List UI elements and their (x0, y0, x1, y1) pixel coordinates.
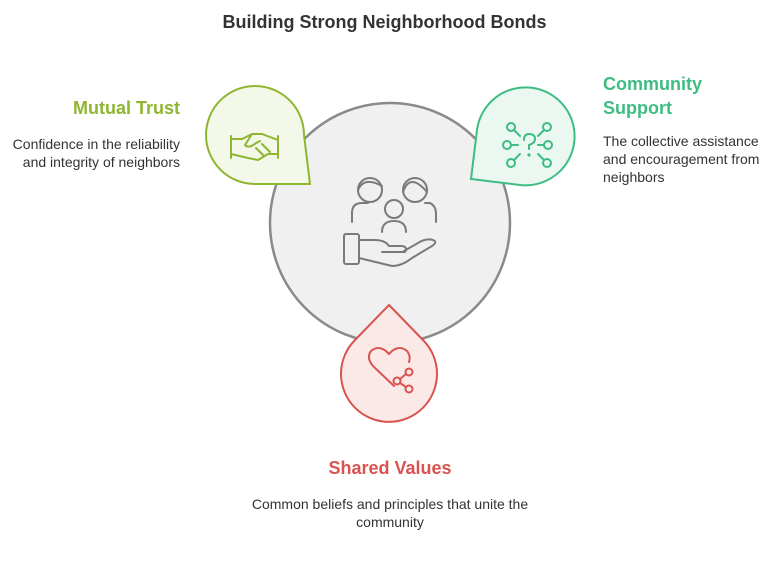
trust-description: Confidence in the reliability and integr… (12, 136, 180, 170)
people-hand-icon (343, 177, 437, 267)
support-title: Community Support (603, 74, 702, 118)
support-teardrop (469, 86, 576, 187)
network-question-icon (502, 122, 553, 168)
handshake-icon (230, 133, 279, 161)
trust-title: Mutual Trust (73, 98, 180, 118)
values-title: Shared Values (328, 458, 452, 478)
heart-share-icon (367, 347, 414, 394)
values-teardrop (340, 303, 438, 423)
trust-teardrop (205, 85, 312, 185)
values-description: Common beliefs and principles that unite… (251, 496, 529, 530)
diagram-title: Building Strong Neighborhood Bonds (222, 12, 547, 32)
support-description: The collective assistance and encouragem… (603, 133, 760, 185)
